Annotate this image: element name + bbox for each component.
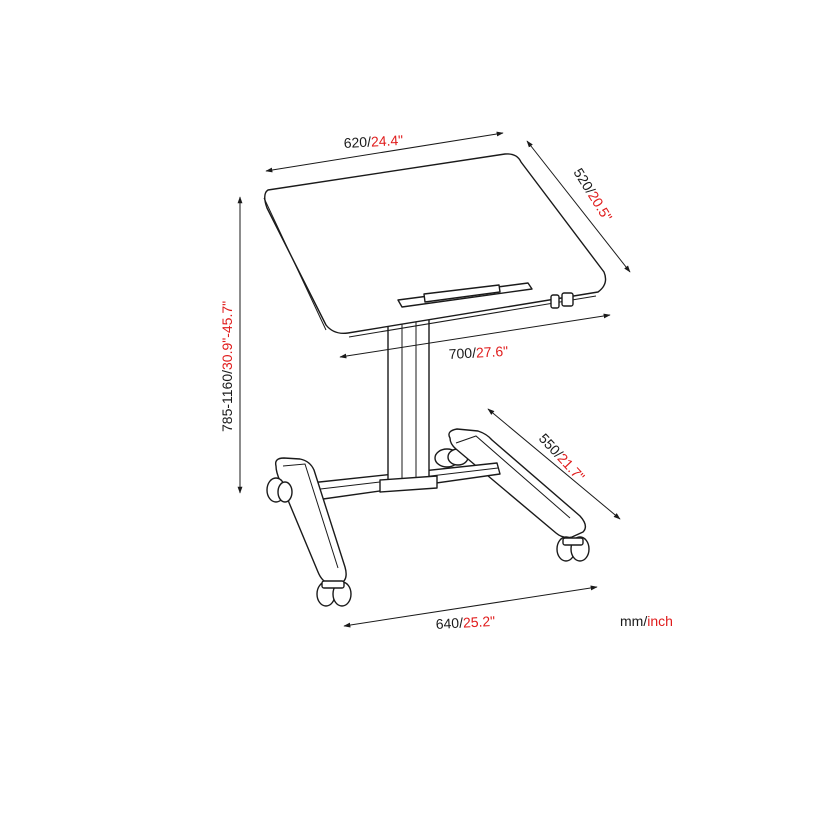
base-width-inch: 25.2"	[463, 613, 496, 631]
left-front-caster	[316, 580, 352, 607]
height-range-label: 785-1160/30.9"-45.7"	[219, 301, 235, 432]
release-handle	[397, 282, 533, 308]
top-width-inch: 24.4"	[371, 132, 404, 150]
base-width-label: 640/25.2"	[435, 613, 495, 632]
height-range-inch: 30.9"-45.7"	[219, 301, 235, 370]
lift-column	[379, 317, 438, 493]
base-width-dimension-line	[343, 585, 598, 628]
top-width-dimension-line	[265, 131, 504, 173]
right-front-caster	[556, 536, 590, 562]
units-imperial: inch	[647, 613, 673, 629]
base-depth-inch: 21.7"	[554, 450, 588, 484]
overall-width-dimension-line	[339, 313, 611, 359]
desk-top	[263, 153, 607, 338]
top-width-label: 620/24.4"	[343, 132, 403, 151]
base-depth-dimension-line	[487, 408, 621, 520]
units-legend: mm/inch	[620, 613, 673, 629]
base-depth-label: 550/21.7"	[536, 430, 588, 484]
top-width-mm: 620/	[343, 134, 371, 151]
height-range-mm: 785-1160/	[219, 370, 235, 432]
overall-width-inch: 27.6"	[476, 343, 509, 361]
top-depth-dimension-line	[526, 140, 631, 273]
top-depth-label: 520/20.5"	[570, 165, 615, 224]
right-base-leg	[448, 428, 587, 539]
mobile-desk-illustration	[263, 153, 607, 607]
base-width-mm: 640/	[435, 615, 463, 632]
dimension-lines	[237, 131, 631, 628]
left-base-leg	[274, 457, 347, 585]
units-metric: mm/	[620, 613, 647, 629]
height-knob	[550, 292, 574, 309]
overall-width-mm: 700/	[448, 345, 476, 362]
top-depth-inch: 20.5"	[585, 188, 616, 224]
overall-width-label: 700/27.6"	[448, 343, 508, 362]
left-rear-caster	[266, 477, 293, 503]
